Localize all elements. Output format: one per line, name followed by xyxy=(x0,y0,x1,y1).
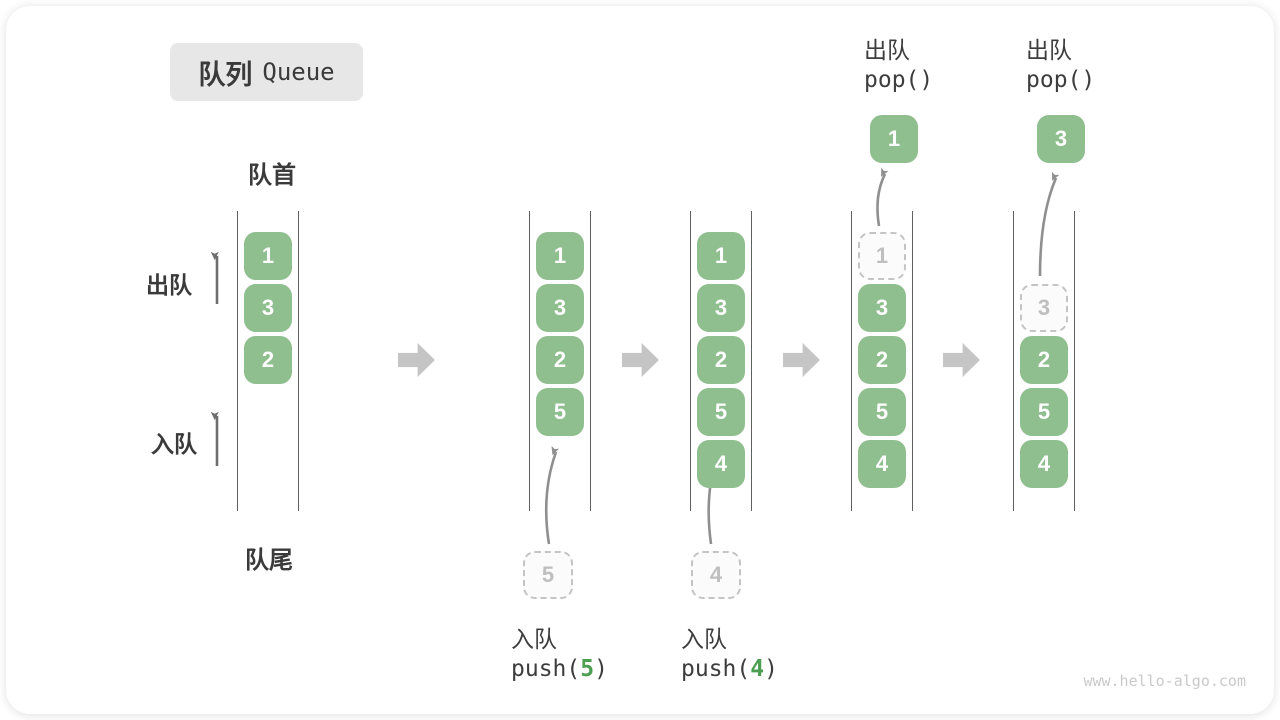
dequeue-op-code: pop() xyxy=(864,67,934,93)
queue-item: 2 xyxy=(536,336,584,384)
dequeue-op-code: pop() xyxy=(1026,67,1096,93)
queue-item: 4 xyxy=(697,440,745,488)
watermark: www.hello-algo.com xyxy=(1083,672,1246,690)
incoming-item-placeholder: 5 xyxy=(523,551,573,599)
code-fn-close: ) xyxy=(764,656,778,682)
enqueue-op-label: 入队 xyxy=(511,626,557,652)
queue-item: 2 xyxy=(1020,336,1068,384)
dequeue-side-label: 出队 xyxy=(146,272,192,298)
queue-item: 1 xyxy=(244,232,292,280)
enqueue-op-label: 入队 xyxy=(681,626,727,652)
queue-item: 3 xyxy=(536,284,584,332)
enqueue-side-label: 入队 xyxy=(151,431,197,457)
queue-column-after-push-4 xyxy=(689,211,752,511)
dequeue-op-label: 出队 xyxy=(1026,37,1072,63)
queue-item: 3 xyxy=(244,284,292,332)
removed-item-placeholder: 3 xyxy=(1020,284,1068,332)
code-fn-open: push( xyxy=(681,656,751,682)
removed-item-placeholder: 1 xyxy=(858,232,906,280)
queue-item: 3 xyxy=(697,284,745,332)
queue-item: 1 xyxy=(697,232,745,280)
queue-item: 5 xyxy=(697,388,745,436)
queue-item: 5 xyxy=(536,388,584,436)
queue-item: 4 xyxy=(1020,440,1068,488)
queue-column-after-pop-1 xyxy=(850,211,913,511)
queue-item: 4 xyxy=(858,440,906,488)
queue-item: 5 xyxy=(1020,388,1068,436)
queue-item: 3 xyxy=(858,284,906,332)
queue-item: 5 xyxy=(858,388,906,436)
queue-column-after-push-5 xyxy=(528,211,591,511)
code-fn-open: push( xyxy=(511,656,581,682)
incoming-item-placeholder: 4 xyxy=(691,551,741,599)
queue-rear-label: 队尾 xyxy=(245,547,293,574)
title-zh: 队列 xyxy=(198,59,253,90)
queue-item: 1 xyxy=(536,232,584,280)
code-arg: 5 xyxy=(580,656,595,682)
title-box: 队列 Queue xyxy=(170,43,363,101)
popped-item: 1 xyxy=(870,115,918,163)
popped-item: 3 xyxy=(1037,115,1085,163)
enqueue-op-code: push(5) xyxy=(511,656,608,682)
queue-front-label: 队首 xyxy=(248,162,296,189)
code-arg: 4 xyxy=(750,656,765,682)
title-en: Queue xyxy=(262,58,335,86)
queue-item: 2 xyxy=(244,336,292,384)
queue-item: 2 xyxy=(858,336,906,384)
queue-column-after-pop-3 xyxy=(1012,211,1075,511)
dequeue-op-label: 出队 xyxy=(864,37,910,63)
queue-column-initial xyxy=(236,211,299,511)
enqueue-op-code: push(4) xyxy=(681,656,778,682)
code-fn-close: ) xyxy=(594,656,608,682)
queue-item: 2 xyxy=(697,336,745,384)
